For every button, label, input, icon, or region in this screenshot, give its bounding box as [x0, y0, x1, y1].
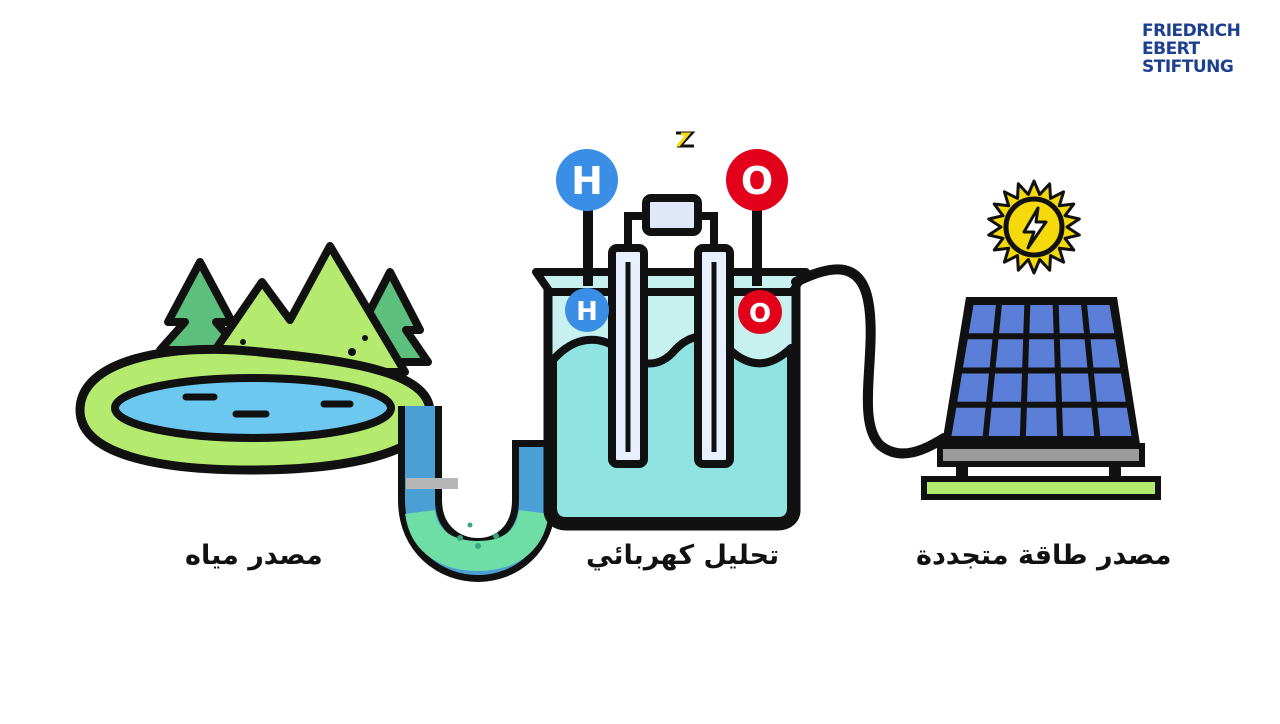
- svg-text:O: O: [749, 299, 771, 329]
- fes-logo: FRIEDRICH EBERT STIFTUNG: [1142, 22, 1252, 76]
- electrolysis-tank: [532, 131, 810, 531]
- solar-cell: [1094, 373, 1126, 402]
- solar-cell: [968, 305, 996, 334]
- hydrogen-atom-inner: H: [565, 288, 609, 332]
- solar-cell: [1061, 373, 1091, 402]
- solar-cell: [1097, 407, 1132, 436]
- renewable-source-label: مصدر طاقة متجددة: [916, 540, 1172, 571]
- solar-cell: [1028, 339, 1055, 368]
- solar-cell: [963, 339, 993, 368]
- solar-cell: [1090, 339, 1120, 368]
- logo-line-3: STIFTUNG: [1142, 57, 1234, 77]
- solar-cell: [995, 339, 1024, 368]
- power-cable: [791, 264, 949, 459]
- solar-cell: [992, 373, 1022, 402]
- solar-cell: [957, 373, 989, 402]
- lake-water: [111, 374, 395, 442]
- hydrogen-atom-top: H: [556, 149, 618, 211]
- electrolysis-label: تحليل كهربائي: [586, 540, 780, 571]
- logo-line-2: EBERT: [1142, 39, 1200, 59]
- logo-line-1: FRIEDRICH: [1142, 21, 1241, 41]
- power-unit: [642, 194, 702, 236]
- solar-cell: [1062, 407, 1095, 436]
- oxygen-atom-top: O: [726, 149, 788, 211]
- water-source-illustration: [75, 242, 435, 475]
- solar-cell: [988, 407, 1021, 436]
- solar-cell: [1027, 373, 1056, 402]
- solar-cell: [1059, 339, 1088, 368]
- svg-text:H: H: [571, 159, 603, 203]
- solar-cell: [1087, 305, 1115, 334]
- solar-cell: [1029, 305, 1054, 334]
- svg-text:O: O: [741, 159, 773, 203]
- solar-cell: [951, 407, 986, 436]
- solar-cell: [1058, 305, 1084, 334]
- sun-icon: [987, 179, 1081, 275]
- solar-panel-illustration: [921, 297, 1161, 500]
- solar-cell: [999, 305, 1025, 334]
- svg-text:H: H: [576, 297, 598, 327]
- water-pipe: [398, 406, 560, 583]
- solar-cell: [1025, 407, 1058, 436]
- water-source-label: مصدر مياه: [185, 540, 323, 571]
- oxygen-atom-inner: O: [738, 290, 782, 334]
